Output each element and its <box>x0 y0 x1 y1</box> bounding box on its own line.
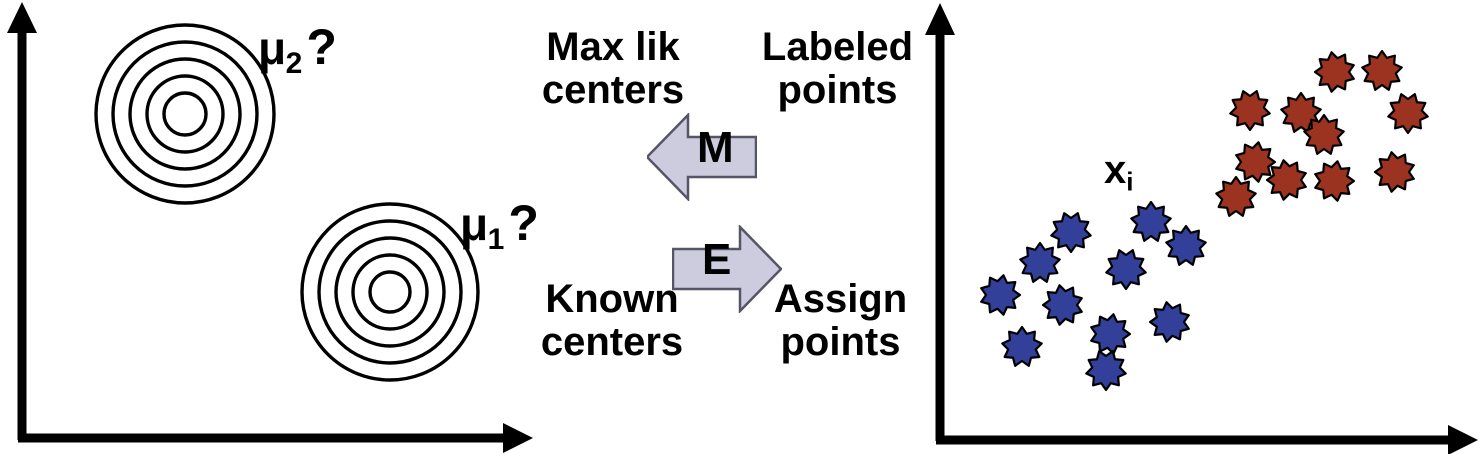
scatter-point <box>1085 350 1127 392</box>
known-centers-line-1: Known <box>545 277 679 321</box>
scatter-point <box>1090 313 1132 355</box>
right-x-axis <box>936 425 1478 454</box>
m-step-arrow-icon[interactable] <box>647 113 757 201</box>
scatter-markers <box>980 49 1429 392</box>
right-y-axis <box>925 3 955 441</box>
max-lik-centers-label: Max lik centers <box>523 26 703 112</box>
mu1-symbol: μ <box>460 198 488 250</box>
max-lik-centers-line-1: Max lik <box>546 25 680 69</box>
scatter-point <box>1235 141 1277 183</box>
scatter-plot-graphics <box>925 3 1478 454</box>
mu1-subscript: 1 <box>487 223 505 256</box>
data-space-panel: xi <box>900 0 1483 454</box>
assign-points-line-2: points <box>780 319 901 364</box>
contour-cluster-1 <box>300 202 480 382</box>
scatter-point <box>1050 212 1092 254</box>
e-step-arrow-icon[interactable] <box>672 225 782 313</box>
scatter-point <box>1314 160 1356 202</box>
scatter-point <box>1265 159 1307 201</box>
scatter-point <box>1148 301 1190 343</box>
scatter-point <box>1105 249 1147 291</box>
scatter-point <box>1303 113 1345 155</box>
scatter-point <box>1229 90 1271 132</box>
scatter-point <box>980 274 1022 316</box>
scatter-point <box>1001 325 1043 367</box>
em-flow-panel: Max lik centers Labeled points Known cen… <box>505 0 925 454</box>
left-x-axis <box>18 423 533 453</box>
mu1-label: μ1? <box>460 195 539 256</box>
scatter-point <box>1041 284 1083 326</box>
scatter-point <box>1165 224 1207 266</box>
assign-points-line-1: Assign <box>773 277 908 321</box>
parameter-space-panel: μ2? μ1? <box>0 0 540 454</box>
known-centers-label: Known centers <box>517 278 707 364</box>
contour-cluster-2 <box>94 23 276 205</box>
scatter-point <box>1361 49 1403 91</box>
known-centers-line-2: centers <box>540 319 684 364</box>
mu1-question-mark: ? <box>508 195 539 251</box>
labeled-points-label: Labeled points <box>745 26 930 112</box>
mu2-subscript: 2 <box>285 47 303 80</box>
left-panel-graphics <box>7 2 533 453</box>
xi-point-label: xi <box>1104 150 1133 194</box>
xi-subscript: i <box>1126 166 1134 197</box>
mu2-question-mark: ? <box>306 19 337 75</box>
assign-points-label: Assign points <box>748 278 933 364</box>
scatter-point <box>1130 200 1172 242</box>
left-y-axis <box>7 2 37 440</box>
scatter-point <box>1313 51 1355 93</box>
labeled-points-line-1: Labeled <box>761 25 914 69</box>
xi-symbol: x <box>1104 148 1127 192</box>
scatter-point <box>1387 93 1429 135</box>
mu2-label: μ2? <box>258 19 337 80</box>
m-step-letter: M <box>697 123 734 172</box>
scatter-point <box>1373 151 1415 193</box>
scatter-point <box>1019 241 1061 283</box>
labeled-points-line-2: points <box>777 67 898 112</box>
scatter-point <box>1215 175 1257 217</box>
e-step-letter: E <box>702 235 732 284</box>
max-lik-centers-line-2: centers <box>541 67 685 112</box>
mu2-symbol: μ <box>258 22 286 74</box>
